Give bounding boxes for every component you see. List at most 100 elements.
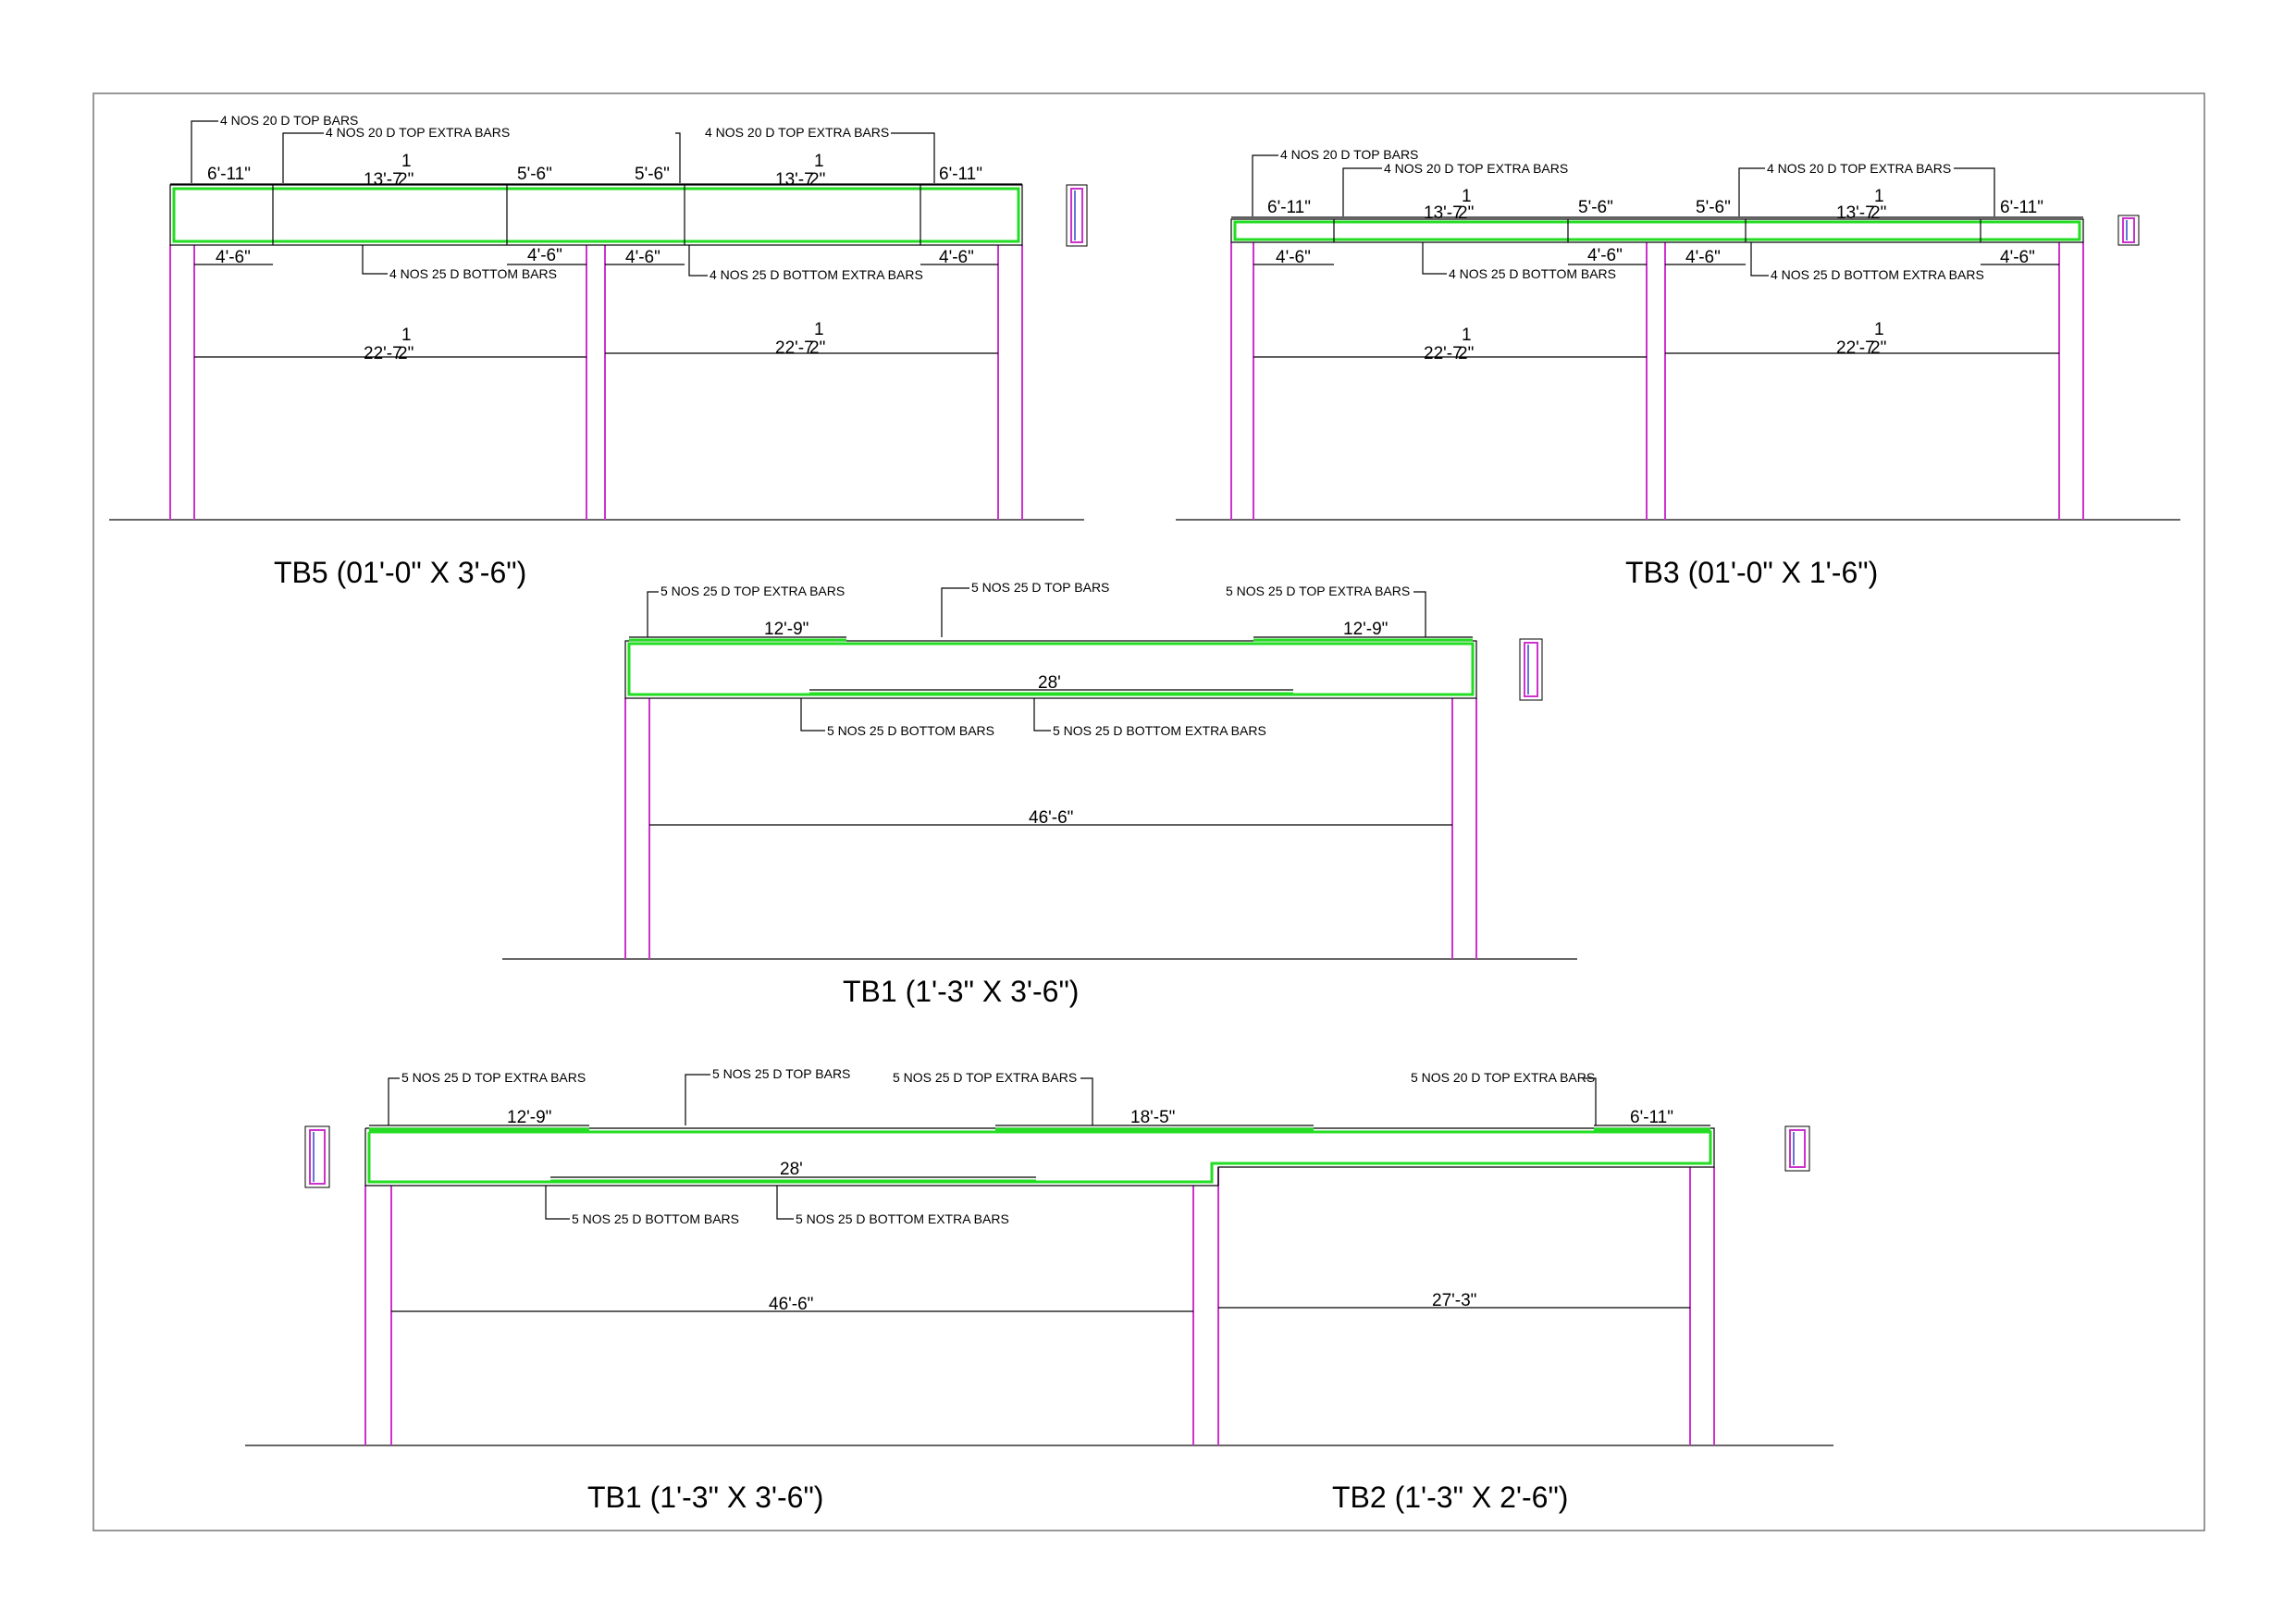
dim-top-mid-right: 5'-6" — [1696, 198, 1731, 217]
dim-top-left: 6'-11" — [207, 165, 251, 184]
dim-top-mid-left: 5'-6" — [517, 165, 552, 184]
label-top-extra-bars-left: 4 NOS 20 D TOP EXTRA BARS — [326, 125, 510, 140]
column-left — [624, 698, 650, 959]
label-bottom-extra-bars: 4 NOS 25 D BOTTOM EXTRA BARS — [710, 267, 923, 282]
column-middle — [1192, 1167, 1219, 1445]
elevation-tb1-center: 5 NOS 25 D TOP EXTRA BARS 5 NOS 25 D TOP… — [502, 580, 1577, 1008]
label-top-bars: 5 NOS 25 D TOP BARS — [971, 580, 1109, 595]
dim-bottom-4: 4'-6" — [2000, 248, 2035, 267]
drawing-title: TB3 (01'-0" X 1'-6") — [1625, 556, 1878, 589]
dim-span-1-den: 2" — [1458, 203, 1474, 223]
label-bottom-bars: 5 NOS 25 D BOTTOM BARS — [572, 1211, 739, 1226]
column-middle — [586, 245, 606, 520]
elevation-tb3: 4 NOS 20 D TOP BARS 4 NOS 20 D TOP EXTRA… — [1176, 147, 2180, 589]
dim-span-2-den: 2" — [809, 170, 825, 190]
elevation-tb5: 4 NOS 20 D TOP BARS 4 NOS 20 D TOP EXTRA… — [109, 113, 1088, 589]
label-top-bars: 5 NOS 25 D TOP BARS — [712, 1066, 850, 1081]
column-middle — [1646, 242, 1666, 520]
dim-clear-1: 22'-7 — [1424, 344, 1463, 363]
column-left — [364, 1186, 392, 1445]
dim-bottom-extra: 28' — [780, 1160, 803, 1179]
elevation-tb1-tb2: 5 NOS 25 D TOP EXTRA BARS 5 NOS 25 D TOP… — [245, 1066, 1833, 1514]
section-detail-icon-right — [1784, 1125, 1810, 1172]
section-detail-icon — [2117, 215, 2140, 246]
dim-span-1-num: 1 — [401, 152, 412, 171]
column-left — [1230, 242, 1254, 520]
dim-bottom-extra: 28' — [1038, 673, 1061, 693]
dim-clear-span: 46'-6" — [1029, 808, 1073, 828]
label-bottom-extra-bars: 5 NOS 25 D BOTTOM EXTRA BARS — [796, 1211, 1009, 1226]
beam-outline — [364, 1127, 1715, 1187]
dim-bottom-3: 4'-6" — [625, 248, 660, 267]
dim-bottom-3: 4'-6" — [1685, 248, 1721, 267]
main-rebar-cage — [172, 187, 1020, 243]
label-bottom-bars: 4 NOS 25 D BOTTOM BARS — [1449, 266, 1616, 281]
dim-top-left: 6'-11" — [1267, 198, 1311, 217]
dim-bottom-2: 4'-6" — [527, 246, 562, 265]
column-right — [1689, 1167, 1715, 1445]
dim-clear-2-num: 1 — [814, 320, 824, 339]
column-left — [169, 245, 195, 520]
section-detail-icon-left — [304, 1125, 330, 1188]
label-top-extra-bars-left: 4 NOS 20 D TOP EXTRA BARS — [1384, 161, 1568, 176]
main-rebar-cage — [367, 1130, 1712, 1184]
dim-clear-2-den: 2" — [1870, 338, 1886, 358]
dim-bottom-2: 4'-6" — [1587, 246, 1623, 265]
column-right — [2058, 242, 2084, 520]
column-right — [1451, 698, 1477, 959]
dim-top-mid-left: 5'-6" — [1578, 198, 1613, 217]
drawing-title: TB5 (01'-0" X 3'-6") — [274, 556, 526, 589]
dim-clear-1-den: 2" — [1458, 344, 1474, 363]
beam-outline — [169, 184, 1023, 246]
dim-clear-2: 22'-7 — [775, 338, 814, 358]
dim-clear-span-right: 27'-3" — [1432, 1291, 1476, 1310]
dim-span-2: 13'-7 — [1836, 203, 1875, 223]
dim-clear-2-num: 1 — [1874, 320, 1884, 339]
dim-clear-1-den: 2" — [398, 344, 414, 363]
label-top-extra-bars-right: 4 NOS 20 D TOP EXTRA BARS — [705, 125, 889, 140]
drawing-title-right: TB2 (1'-3" X 2'-6") — [1332, 1481, 1568, 1514]
label-bottom-extra-bars: 4 NOS 25 D BOTTOM EXTRA BARS — [1771, 267, 1984, 282]
dim-span-2-num: 1 — [1874, 187, 1884, 206]
label-top-bars: 4 NOS 20 D TOP BARS — [220, 113, 358, 128]
beam-outline — [624, 640, 1477, 699]
dim-span-2: 13'-7 — [775, 170, 814, 190]
label-bottom-bars: 4 NOS 25 D BOTTOM BARS — [389, 266, 557, 281]
dim-clear-span-left: 46'-6" — [769, 1295, 813, 1314]
column-right — [997, 245, 1023, 520]
beam-outline — [1230, 218, 2084, 243]
drawing-title-left: TB1 (1'-3" X 3'-6") — [587, 1481, 823, 1514]
dim-bottom-4: 4'-6" — [939, 248, 974, 267]
dim-clear-1: 22'-7 — [364, 344, 402, 363]
dim-top-right: 6'-11" — [2000, 198, 2043, 217]
dim-span-1-den: 2" — [398, 170, 414, 190]
section-detail-icon — [1066, 184, 1088, 247]
dim-top-extra-left: 12'-9" — [507, 1108, 551, 1127]
dim-clear-2: 22'-7 — [1836, 338, 1875, 358]
label-bottom-bars: 5 NOS 25 D BOTTOM BARS — [827, 723, 994, 738]
label-top-extra-bars-middle: 5 NOS 25 D TOP EXTRA BARS — [893, 1070, 1077, 1085]
dim-span-2-den: 2" — [1870, 203, 1886, 223]
dim-top-right: 6'-11" — [939, 165, 982, 184]
label-top-extra-bars-left: 5 NOS 25 D TOP EXTRA BARS — [401, 1070, 586, 1085]
dim-bottom-1: 4'-6" — [216, 248, 251, 267]
dim-top-extra-middle: 18'-5" — [1130, 1108, 1175, 1127]
dim-span-1: 13'-7 — [1424, 203, 1463, 223]
dim-clear-1-num: 1 — [401, 326, 412, 345]
dim-span-1: 13'-7 — [364, 170, 402, 190]
label-bottom-extra-bars: 5 NOS 25 D BOTTOM EXTRA BARS — [1053, 723, 1266, 738]
dim-top-extra-right: 12'-9" — [1343, 620, 1388, 639]
label-top-bars: 4 NOS 20 D TOP BARS — [1280, 147, 1418, 162]
dim-top-extra-right: 6'-11" — [1630, 1108, 1673, 1127]
label-top-extra-bars-right: 5 NOS 20 D TOP EXTRA BARS — [1411, 1070, 1595, 1085]
dim-span-2-num: 1 — [814, 152, 824, 171]
drawing-title: TB1 (1'-3" X 3'-6") — [843, 975, 1079, 1008]
label-top-extra-bars-left: 5 NOS 25 D TOP EXTRA BARS — [660, 584, 845, 598]
main-rebar-cage — [1233, 220, 2081, 241]
label-top-extra-bars-right: 5 NOS 25 D TOP EXTRA BARS — [1226, 584, 1410, 598]
section-detail-icon — [1519, 638, 1543, 701]
dim-clear-1-num: 1 — [1462, 326, 1472, 345]
dim-top-extra-left: 12'-9" — [764, 620, 809, 639]
dim-span-1-num: 1 — [1462, 187, 1472, 206]
